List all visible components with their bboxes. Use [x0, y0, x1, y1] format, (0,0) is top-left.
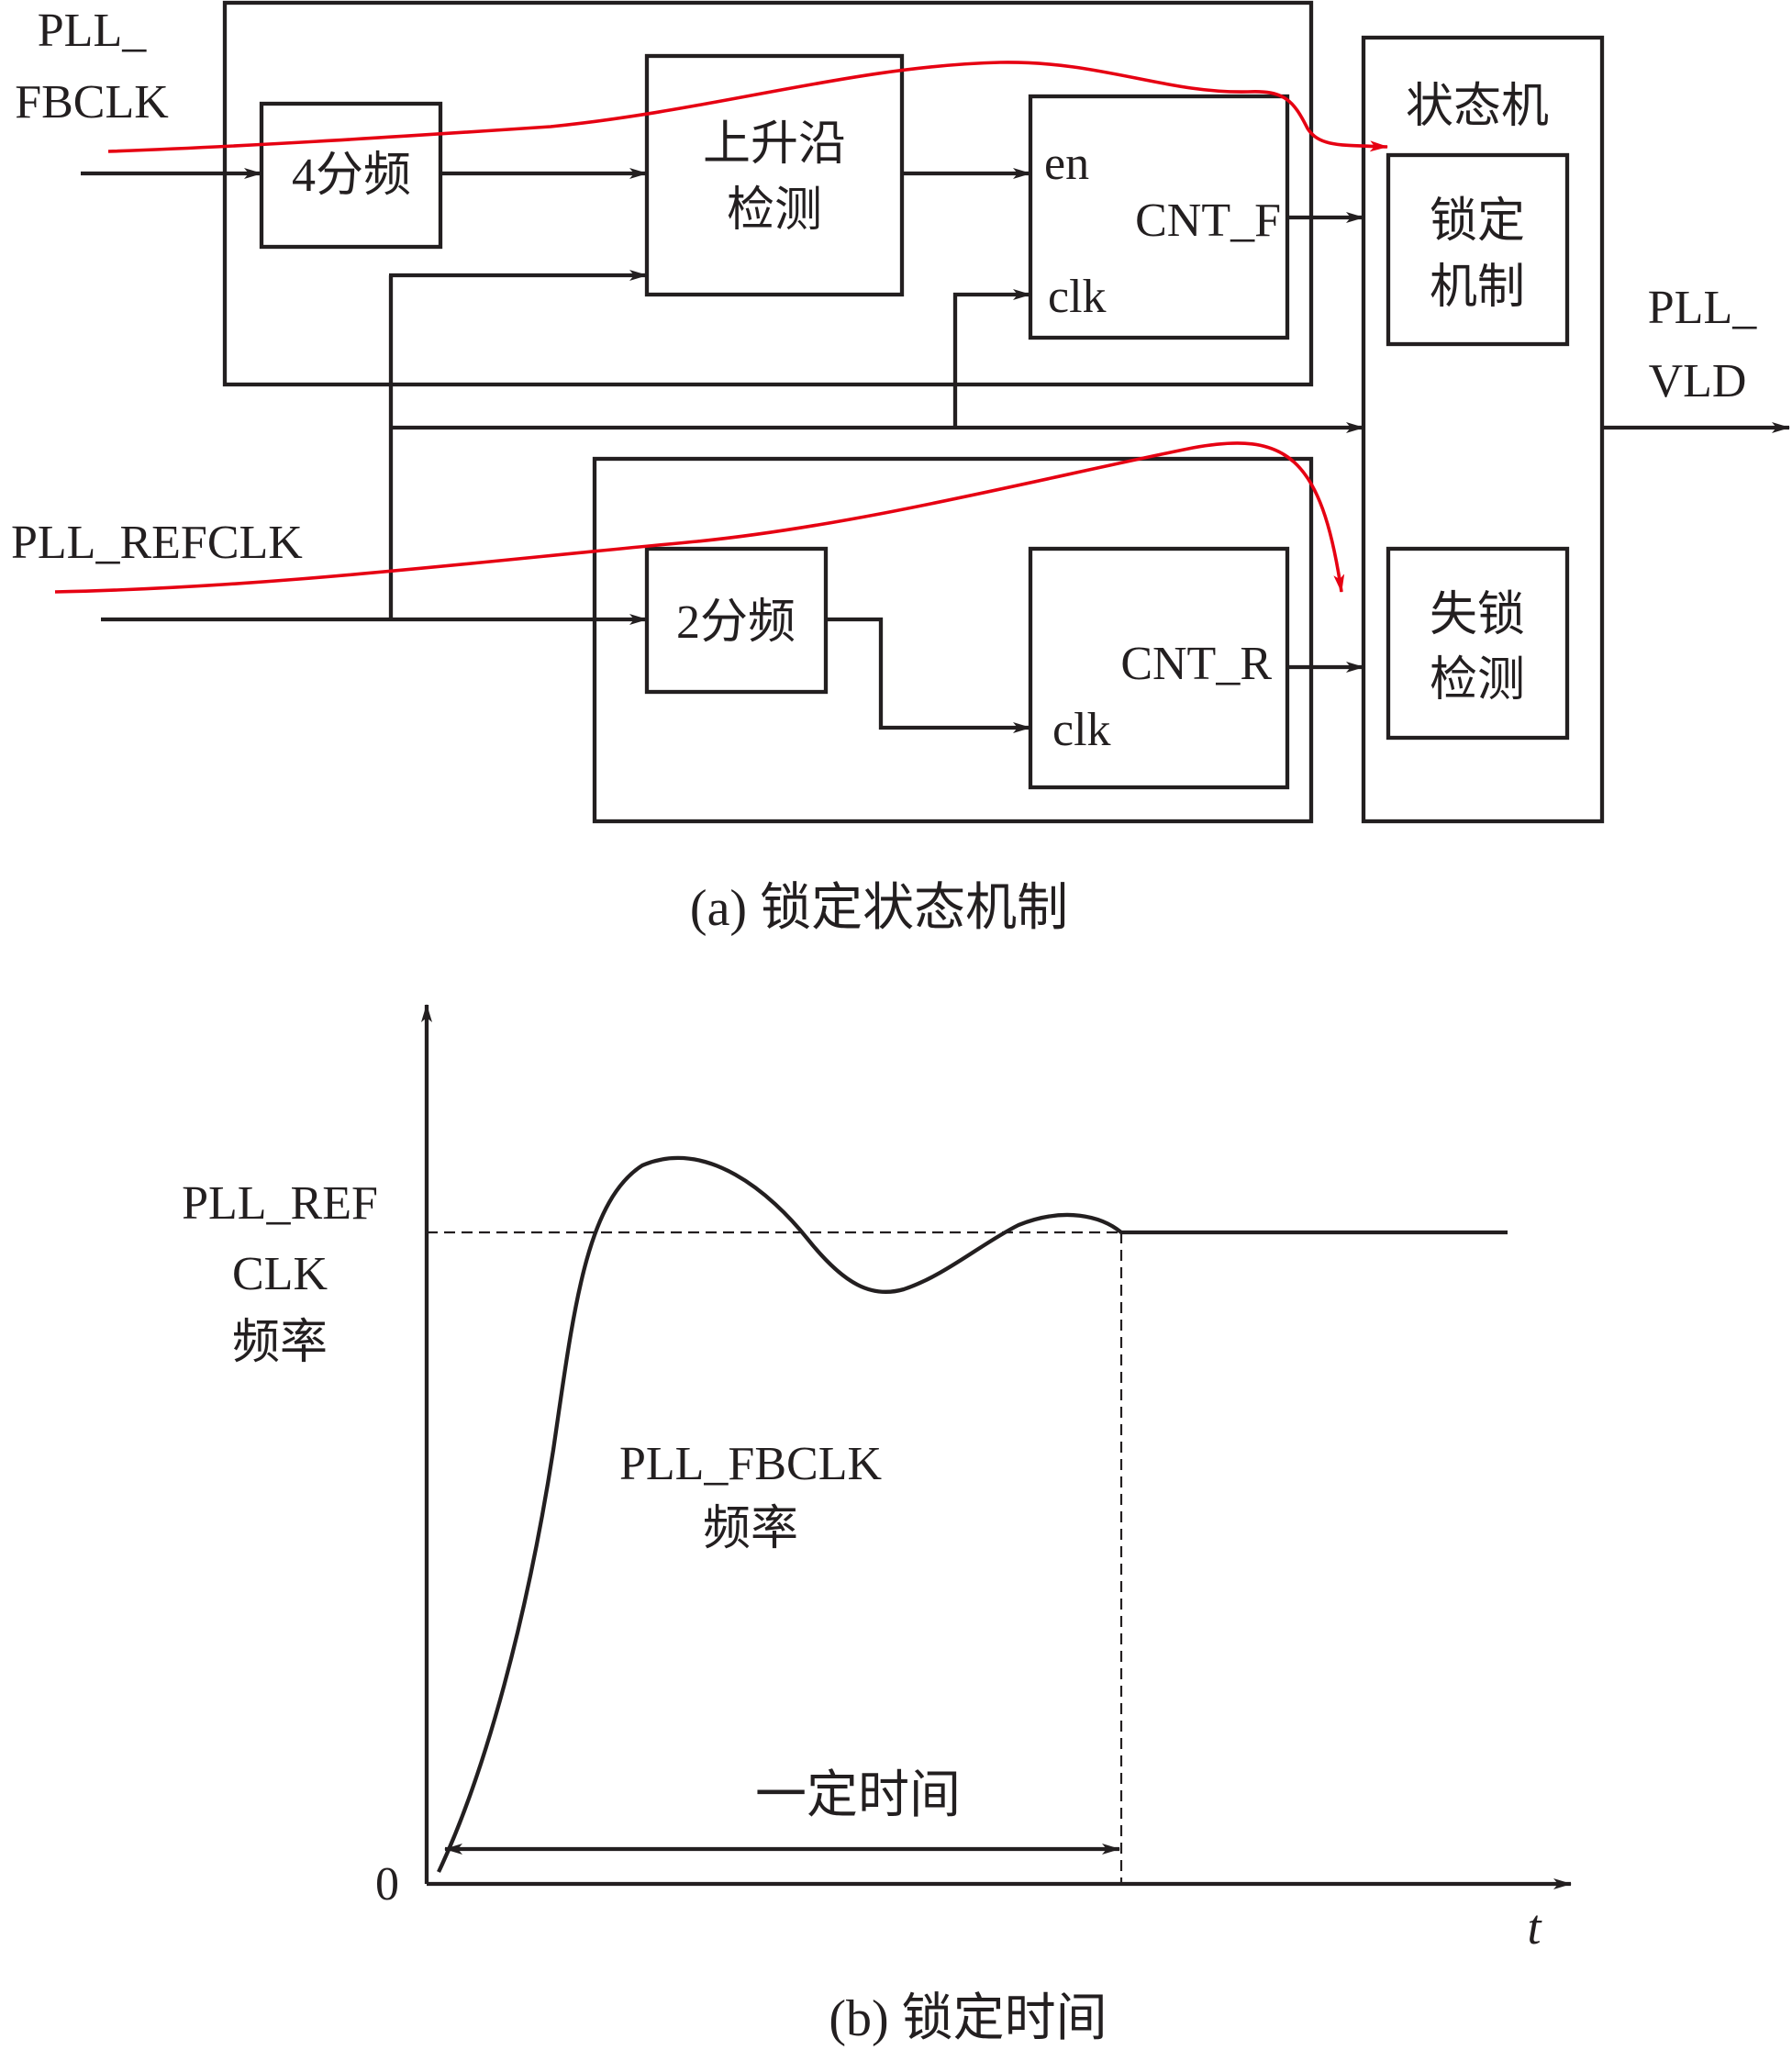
cnt-f-clk-label: clk — [1048, 271, 1107, 323]
ref-label-line3: 频率 — [232, 1317, 328, 1369]
div2-to-cnt-r-clk-wire — [826, 617, 1031, 733]
refclk-path-highlight — [54, 441, 1345, 594]
lock-mechanism-block — [1386, 152, 1570, 347]
cnt-r-clk-label: clk — [1052, 704, 1111, 756]
lock-mechanism-label-line2: 机制 — [1430, 262, 1525, 314]
ref-label-line2: CLK — [232, 1248, 328, 1300]
fbclk-frequency-curve — [437, 1155, 1508, 1873]
vld-label-line1: PLL_ — [1648, 282, 1757, 334]
edge-detect-label-line2: 检测 — [727, 184, 822, 237]
lower-module-frame — [592, 456, 1314, 824]
duration-label: 一定时间 — [755, 1767, 961, 1824]
cnt-r-name-label: CNT_R — [1120, 638, 1272, 690]
fb-label-line2: 频率 — [703, 1503, 798, 1555]
fbclk-label-line2: FBCLK — [15, 76, 169, 128]
ref-label-line1: PLL_REF — [182, 1177, 378, 1230]
block-diagram: PLL_ FBCLK PLL_REFCLK 4分频 上升沿 检测 en CNT_… — [11, 0, 1790, 937]
fb-label-line1: PLL_FBCLK — [619, 1438, 882, 1490]
unlock-detect-label-line1: 失锁 — [1430, 589, 1525, 641]
unlock-detect-label-line2: 检测 — [1430, 654, 1525, 707]
state-machine-label: 状态机 — [1406, 81, 1549, 133]
ref-to-cnt-f-clk-wire — [952, 289, 1031, 428]
caption-a: (a) 锁定状态机制 — [690, 880, 1068, 937]
upper-module-frame — [222, 0, 1314, 387]
div4-label: 4分频 — [292, 150, 411, 202]
lock-time-plot: PLL_REF CLK 频率 PLL_FBCLK 频率 一定时间 0 t (b)… — [182, 1004, 1572, 2047]
vld-label-line2: VLD — [1649, 355, 1747, 407]
div2-label: 2分频 — [676, 596, 796, 649]
cnt-f-name-label: CNT_F — [1135, 195, 1281, 247]
edge-detect-label-line1: 上升沿 — [703, 118, 846, 171]
fbclk-path-highlight — [107, 61, 1388, 153]
cnt-f-en-label: en — [1044, 138, 1089, 190]
origin-label: 0 — [375, 1858, 399, 1911]
x-axis-label: t — [1527, 1900, 1542, 1955]
refclk-label: PLL_REFCLK — [11, 517, 303, 569]
unlock-detect-block — [1386, 546, 1570, 741]
lock-mechanism-label-line1: 锁定 — [1430, 195, 1525, 248]
fbclk-label-line1: PLL_ — [38, 5, 147, 57]
caption-b: (b) 锁定时间 — [829, 1990, 1107, 2047]
